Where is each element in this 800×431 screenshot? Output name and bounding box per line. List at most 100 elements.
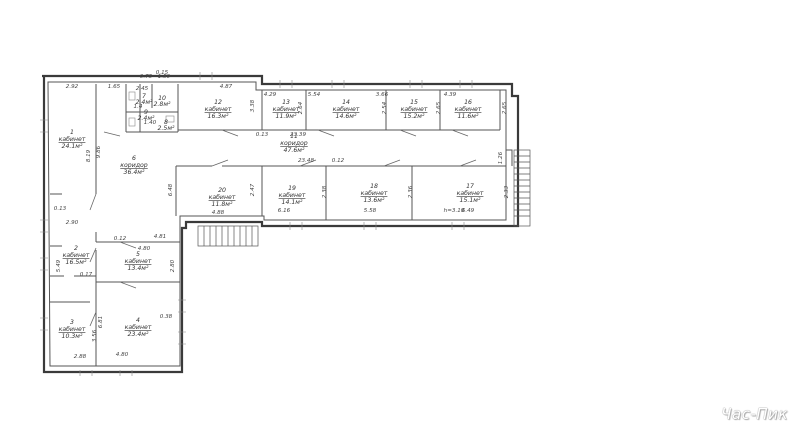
dimension-label: h=3.10: [444, 208, 465, 214]
room-5-lab: кабинет: [125, 257, 152, 265]
room-16-num: 16: [464, 99, 472, 106]
room-10-num: 10: [158, 95, 166, 102]
dimension-label: 9.86: [96, 145, 102, 158]
dimension-label: 23.48: [298, 158, 314, 164]
room-17-lab: кабинет: [457, 189, 484, 197]
room-14-num: 14: [342, 99, 350, 106]
dimension-label: 6.16: [278, 208, 291, 214]
room-15-lab: кабинет: [401, 105, 428, 113]
dimension-label: 3.38: [250, 99, 256, 112]
room-18-num: 18: [370, 183, 378, 190]
room-13-lab: кабинет: [273, 105, 300, 113]
dimension-label: 2.33: [504, 185, 510, 198]
room-2-num: 2: [74, 245, 78, 252]
room-2-lab: кабинет: [63, 251, 90, 259]
room-11-area: 47.6м²: [284, 147, 305, 154]
dimension-label: 6.48: [168, 183, 174, 196]
dimension-label: 3.56: [92, 329, 98, 342]
room-19-num: 19: [288, 185, 296, 192]
room-12-area: 16.3м²: [208, 113, 229, 120]
room-14-area: 14.6м²: [336, 113, 357, 120]
room-3-area: 10.3м²: [62, 333, 83, 340]
room-4-num: 4: [136, 317, 140, 324]
outer-walls: [42, 74, 520, 374]
dimension-label: 4.88: [212, 210, 225, 216]
room-6-area: 36.4м²: [124, 169, 145, 176]
dimension-label: 0.15: [156, 70, 169, 76]
room-7-label: 72.4м²: [136, 93, 154, 106]
room-10-label: 102.8м²: [154, 95, 172, 108]
room-19-lab: кабинет: [279, 191, 306, 199]
room-18-lab: кабинет: [361, 189, 388, 197]
dimension-label: 23.39: [290, 132, 306, 138]
room-19-area: 14.1м²: [282, 199, 303, 206]
dimension-label: 2.64: [298, 101, 304, 114]
dimension-label: 6.49: [462, 208, 475, 214]
dimension-label: 0.13: [54, 206, 67, 212]
dimension-label: 2.80: [170, 259, 176, 272]
room-20-lab: кабинет: [209, 193, 236, 201]
dimension-label: 2.65: [436, 101, 442, 114]
room-18-area: 13.6м²: [364, 197, 385, 204]
partitions: [50, 84, 513, 366]
dimension-label: 0.38: [160, 314, 173, 320]
dimension-label: 5.58: [364, 208, 377, 214]
dimension-label: 0.75: [140, 74, 153, 80]
dimension-label: 0.13: [256, 132, 269, 138]
dimension-label: 6.81: [98, 316, 104, 328]
room-20-num: 20: [218, 187, 226, 194]
dimension-label: 0.12: [114, 236, 127, 242]
dimension-label: 2.88: [74, 354, 87, 360]
room-4-lab: кабинет: [125, 323, 152, 331]
room-5-num: 5: [136, 251, 140, 258]
dimension-label: 2.92: [66, 84, 79, 90]
room-3-num: 3: [70, 319, 74, 326]
dimension-label: 2.45: [136, 86, 149, 92]
sanitary-fixtures: [128, 91, 175, 127]
dimension-label: 2.38: [322, 185, 328, 198]
stairs: [197, 149, 531, 247]
room-8-num: 8: [164, 119, 168, 126]
room-8-label: 82.5м²: [158, 119, 176, 132]
room-9-label: 92.4м²: [138, 109, 156, 122]
room-3-lab: кабинет: [59, 325, 86, 333]
room-15-area: 15.2м²: [404, 113, 425, 120]
room-17-area: 15.1м²: [460, 197, 481, 204]
watermark-text: Час-Пик: [721, 405, 788, 423]
room-1-num: 1: [70, 129, 74, 136]
room-6-num: 6: [132, 155, 136, 162]
dimension-label: 0.17: [80, 272, 93, 278]
dimension-label: 2.54: [382, 101, 388, 114]
dimension-label: 5.54: [308, 92, 321, 98]
room-12-lab: кабинет: [205, 105, 232, 113]
dimension-label: 1.59: [158, 74, 171, 80]
room-1-area: 24.1м²: [62, 143, 83, 150]
dimension-label: 4.81: [154, 234, 166, 240]
dimension-label: 8.19: [86, 149, 92, 162]
room-6-lab: коридор: [120, 162, 148, 169]
room-13-num: 13: [282, 99, 290, 106]
dimension-label: 2.36: [408, 185, 414, 198]
room-labels: 1кабинет24.1м²2кабинет16.5м²3кабинет10.3…: [59, 93, 484, 340]
room-12-num: 12: [214, 99, 222, 106]
room-7-area: 2.4м²: [136, 99, 154, 106]
dimension-label: 1.26: [498, 151, 504, 164]
room-16-area: 11.6м²: [458, 113, 479, 120]
windows: [40, 72, 473, 376]
room-10-area: 2.8м²: [154, 101, 172, 108]
